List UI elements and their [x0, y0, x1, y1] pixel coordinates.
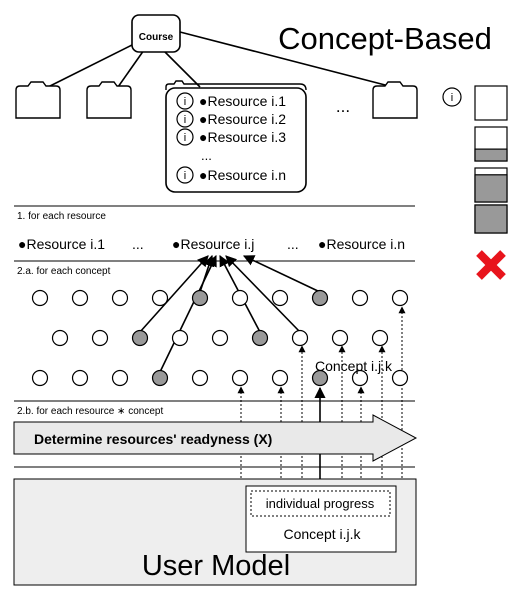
course-tree-lines: [47, 31, 394, 88]
concept-node: [191, 369, 209, 387]
info-icon-label: i: [184, 132, 186, 144]
concept-arrow: [159, 254, 217, 373]
section1-heading: 1. for each resource: [17, 211, 106, 222]
info-icon[interactable]: [442, 87, 462, 107]
folder-icon: [372, 81, 418, 119]
concept-node: [151, 289, 169, 307]
concept-node: [271, 289, 289, 307]
concept-node: [351, 369, 369, 387]
resource-item-label: ●Resource i.n: [199, 167, 286, 183]
info-icon-label: i: [184, 170, 186, 182]
concept-node: [91, 329, 109, 347]
concept-node: [391, 289, 409, 307]
concept-node: [31, 289, 49, 307]
concept-node: [71, 289, 89, 307]
concept-node: [251, 329, 269, 347]
concept-node: [271, 369, 289, 387]
cross-icon: [476, 250, 506, 280]
resource-row-item: ●Resource i.1: [18, 236, 105, 252]
concept-node: [231, 369, 249, 387]
concept-node: [171, 329, 189, 347]
resource-item-label: ●Resource i.3: [199, 129, 286, 145]
resource-panel-item[interactable]: i ●Resource i.1: [176, 92, 286, 110]
info-icon[interactable]: [176, 92, 194, 110]
concept-node: [231, 289, 249, 307]
info-icon[interactable]: [176, 166, 194, 184]
resource-panel-item[interactable]: i ●Resource i.3: [176, 128, 286, 146]
concept-node: [31, 369, 49, 387]
folder-ellipsis: ...: [336, 97, 350, 116]
readiness-arrow: Determine resources' readyness (X): [13, 414, 418, 462]
concept-arrow: [225, 255, 301, 333]
user-model-concept-label: Concept i.j.k: [283, 526, 361, 542]
concept-node: [111, 369, 129, 387]
concept-grid: [31, 289, 409, 387]
concept-node: [191, 289, 209, 307]
legend-info-label: i: [451, 92, 453, 104]
concept-arrow: [139, 255, 209, 333]
legend-box-fill: [474, 204, 508, 234]
legend-box-fill: [474, 148, 508, 162]
concept-node: [371, 329, 389, 347]
resource-panel-item[interactable]: i ●Resource i.n: [176, 166, 286, 184]
concept-node: [391, 369, 409, 387]
course-box: Course: [131, 14, 181, 53]
concept-node: [311, 289, 329, 307]
concept-node: [51, 329, 69, 347]
concept-node: [151, 369, 169, 387]
user-model-title: User Model: [142, 550, 290, 582]
user-model: individual progress Concept i.j.k User M…: [13, 478, 417, 586]
concept-node: [111, 289, 129, 307]
concept-label: Concept i.j.k: [315, 358, 393, 374]
readiness-arrow-label: Determine resources' readyness (X): [34, 431, 272, 447]
resource-item-label: ●Resource i.1: [199, 93, 286, 109]
resource-item-label: ●Resource i.2: [199, 111, 286, 127]
folder-icon: [15, 81, 61, 119]
section2b-heading: 2.b. for each resource ∗ concept: [17, 406, 163, 417]
individual-progress-label: individual progress: [266, 496, 375, 511]
legend-box-fill: [474, 174, 508, 203]
resource-row-item: ●Resource i.j: [172, 236, 254, 252]
info-icon-label: i: [184, 96, 186, 108]
individual-progress-box: [250, 490, 391, 517]
info-icon-label: i: [184, 114, 186, 126]
concept-node: [311, 369, 329, 387]
resource-panel-item[interactable]: i ●Resource i.2: [176, 110, 286, 128]
legend-progress-boxes: [474, 85, 508, 234]
resource-panel: i ●Resource i.1 i ●Resource i.2 i ●Resou…: [165, 80, 307, 193]
concept-node: [351, 289, 369, 307]
section2a-heading: 2.a. for each concept: [17, 266, 111, 277]
info-icon[interactable]: [176, 110, 194, 128]
course-label: Course: [139, 32, 174, 43]
concept-arrow: [242, 255, 321, 293]
resource-row-ellipsis: ...: [132, 236, 144, 252]
folder-icon: [86, 81, 132, 119]
resource-row-item: ●Resource i.n: [318, 236, 405, 252]
resource-row-ellipsis: ...: [287, 236, 299, 252]
info-icon[interactable]: [176, 128, 194, 146]
concept-node: [331, 329, 349, 347]
concept-node: [71, 369, 89, 387]
concept-node: [291, 329, 309, 347]
legend: i: [442, 85, 508, 280]
concept-node: [211, 329, 229, 347]
resource-panel-dots: ...: [201, 148, 212, 163]
concept-node: [131, 329, 149, 347]
diagram-title: Concept-Based: [278, 21, 492, 56]
legend-box: [474, 85, 508, 121]
